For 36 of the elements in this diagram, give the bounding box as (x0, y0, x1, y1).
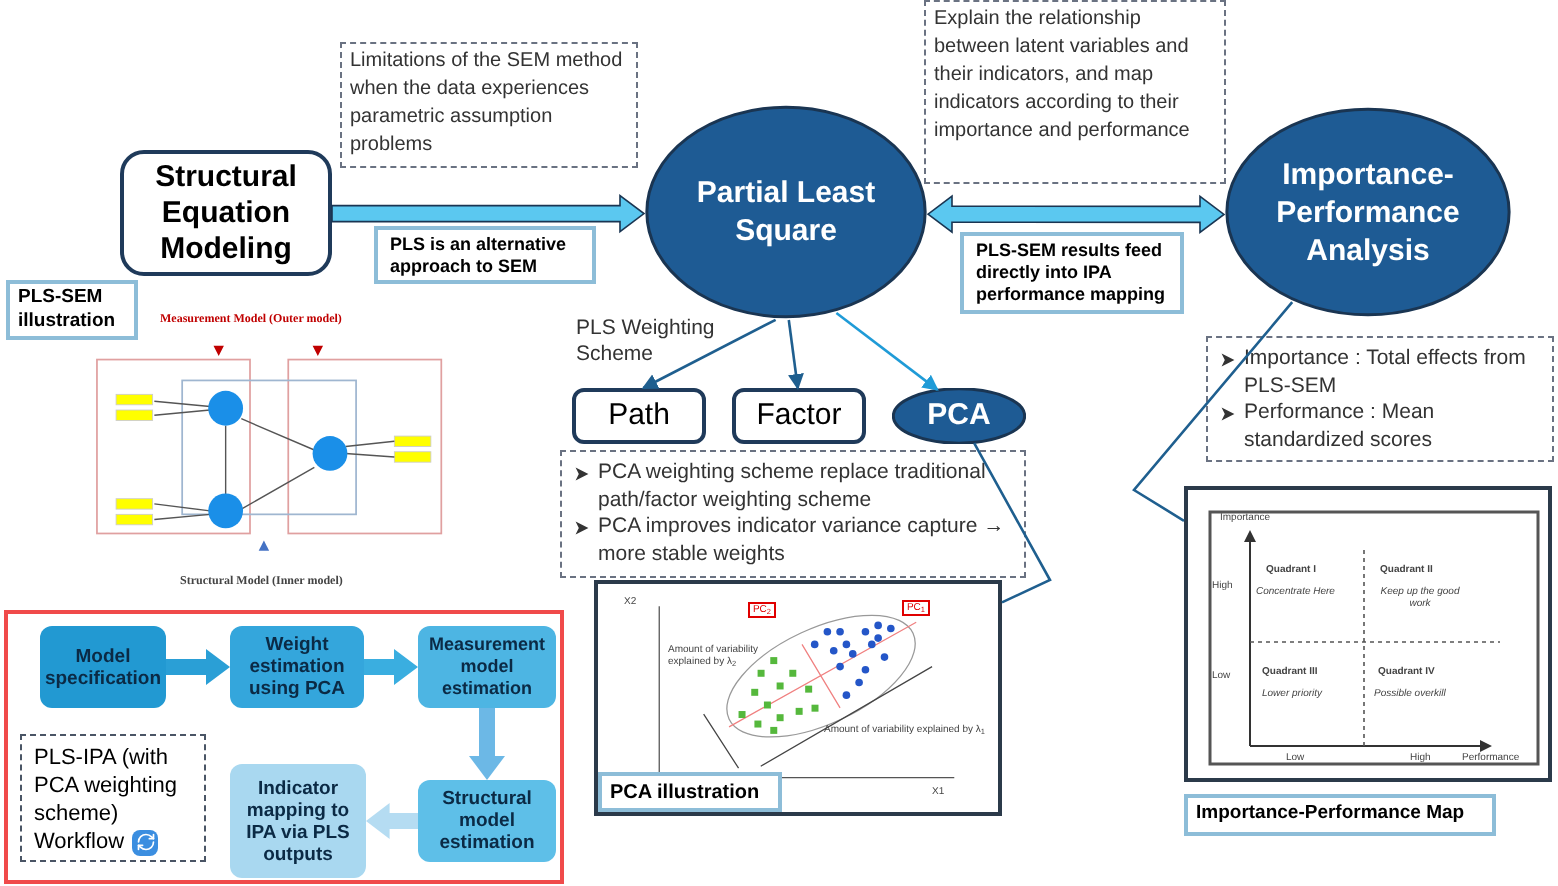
caption-box: Importance-Performance Map (1184, 794, 1496, 836)
leader-line (973, 442, 1052, 604)
bullet-text: Importance : Total effects from PLS-SEM (1244, 346, 1528, 400)
bullet-text: PCA weighting scheme replace traditional path/factor weighting scheme (598, 460, 988, 514)
step-box: Measurement model estimation (418, 626, 556, 708)
block-arrow (364, 649, 418, 685)
leader-line (1132, 301, 1294, 522)
note-box: PLS-IPA (with PCA weighting scheme) Workflow (20, 734, 206, 862)
caption-box: PLS-SEM illustration (6, 280, 138, 340)
arrow (787, 319, 804, 390)
note-box (560, 450, 1026, 578)
arrow (641, 318, 777, 390)
bullet-text: PCA improves indicator variance capture → more stable weights (598, 514, 1007, 568)
arrow (835, 311, 939, 391)
ellipse-node: Partial Least Square (644, 104, 928, 320)
block-arrow (331, 194, 646, 234)
note-box: PLS is an alternative approach to SEM (374, 226, 596, 284)
ellipse-node: Importance-Performance Analysis (1224, 106, 1512, 318)
step-box: Indicator mapping to IPA via PLS outputs (230, 764, 366, 878)
block-double-arrow (926, 194, 1226, 234)
bullet-text: Performance : Mean standardized scores (1244, 400, 1437, 454)
option-box: Factor (732, 388, 866, 444)
block-arrow (366, 803, 418, 839)
block-arrow (469, 708, 505, 780)
note-box: Explain the relationship between latent variables and their indicators, and map indicators according to their importance and performance (924, 0, 1226, 184)
scheme-label: PLS Weighting Scheme (576, 316, 717, 368)
process-box: Structural Equation Modeling (120, 150, 332, 276)
note-box: PLS-SEM results feed directly into IPA performance mapping (960, 232, 1184, 314)
note-box (1206, 336, 1554, 462)
block-arrow (166, 649, 230, 685)
step-box: Structural model estimation (418, 780, 556, 862)
option-box: Path (572, 388, 706, 444)
note-box: Limitations of the SEM method when the data experiences parametric assumption problems (340, 42, 638, 168)
caption-box: PCA illustration (598, 772, 782, 812)
step-box: Model specification (40, 626, 166, 708)
step-box: Weight estimation using PCA (230, 626, 364, 708)
